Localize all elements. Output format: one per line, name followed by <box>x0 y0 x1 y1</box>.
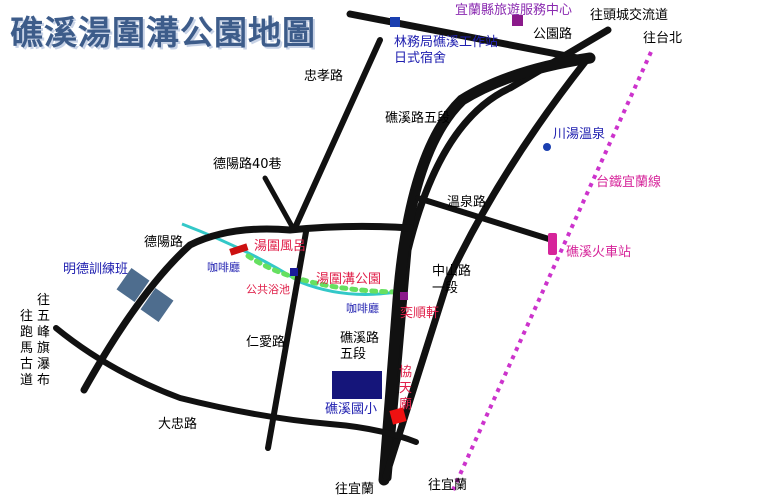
temple-marker <box>389 407 407 425</box>
label-dorm: 日式宿舍 <box>394 50 446 66</box>
road-zhongxiao <box>291 37 383 233</box>
label-railway: 台鐵宜蘭線 <box>596 174 661 190</box>
label-renai: 仁愛路 <box>246 334 285 350</box>
svg-text:廟: 廟 <box>399 396 412 412</box>
label-jiaoxi5-north: 礁溪路五段 <box>385 110 450 126</box>
label-deyang40: 德陽路40巷 <box>213 156 282 172</box>
road-gongyuan <box>346 10 592 64</box>
svg-text:旗: 旗 <box>37 340 50 356</box>
svg-text:瀑: 瀑 <box>37 357 50 372</box>
label-gongyuan: 公園路 <box>533 26 572 42</box>
label-to-toucheng: 往頭城交流道 <box>590 7 668 23</box>
svg-text:五: 五 <box>37 309 50 324</box>
label-chuantang: 川湯溫泉 <box>553 126 605 142</box>
label-tangwei-bath: 湯圍風呂 <box>254 239 306 254</box>
chuantang-marker <box>543 143 551 151</box>
school-building <box>332 371 382 399</box>
forestry-marker <box>390 17 400 27</box>
railway-line <box>451 51 653 491</box>
label-forestry: 林務局礁溪工作站 <box>394 34 498 50</box>
mingde-buildings <box>116 268 174 322</box>
svg-text:峰: 峰 <box>37 325 50 340</box>
label-to-yilan-1: 往宜蘭 <box>335 481 374 497</box>
label-school: 礁溪國小 <box>325 401 377 417</box>
svg-text:協: 協 <box>399 365 412 380</box>
road-diagonal <box>382 58 589 480</box>
road-renai <box>265 229 309 451</box>
road-jiaoxi-arc-inner <box>384 26 612 482</box>
svg-text:布: 布 <box>37 373 50 388</box>
label-deyang: 德陽路 <box>144 234 183 250</box>
label-station: 礁溪火車站 <box>566 244 631 260</box>
label-mingde: 明德訓練班 <box>63 261 128 277</box>
road-jiaoxi-main <box>378 52 596 486</box>
label-zhongxiao: 忠孝路 <box>304 68 343 84</box>
svg-text:往: 往 <box>20 309 33 324</box>
label-zhongshan: 中山路 一段 <box>432 263 475 296</box>
park-dots <box>245 253 399 295</box>
label-dazhong: 大忠路 <box>158 416 197 432</box>
svg-text:天: 天 <box>399 381 412 396</box>
yishunxuan-marker <box>400 292 408 300</box>
tourist-center-marker <box>512 15 523 26</box>
station-marker <box>548 233 557 255</box>
label-cafe2: 咖啡廳 <box>346 301 379 315</box>
road-deyang40 <box>262 175 297 233</box>
label-cafe1: 咖啡廳 <box>207 260 240 274</box>
cafe1-marker <box>290 268 298 276</box>
label-xietian: 協天廟 <box>399 365 412 412</box>
label-park: 湯圍溝公園 <box>316 272 381 287</box>
road-dazhong <box>53 325 419 445</box>
label-tourist-center: 宜蘭縣旅遊服務中心 <box>455 2 572 18</box>
label-wenquan: 溫泉路 <box>447 194 486 210</box>
label-to-yilan-2: 往宜蘭 <box>428 477 467 493</box>
svg-text:跑: 跑 <box>20 325 33 340</box>
label-public-bath: 公共浴池 <box>246 283 290 296</box>
roads <box>53 10 612 486</box>
svg-text:道: 道 <box>20 373 33 388</box>
tangwei-bath-marker <box>229 243 249 256</box>
road-wenquan <box>415 195 555 243</box>
svg-text:古: 古 <box>20 357 33 372</box>
svg-text:馬: 馬 <box>20 341 33 356</box>
map-title: 礁溪湯圍溝公園地圖 <box>10 13 316 52</box>
label-to-taipei: 往台北 <box>643 31 682 46</box>
svg-text:往: 往 <box>37 293 50 308</box>
road-deyang <box>80 222 414 394</box>
label-jiaoxi5-south: 礁溪路 五段 <box>340 330 383 362</box>
label-yishunxuan: 奕順軒 <box>400 305 439 321</box>
